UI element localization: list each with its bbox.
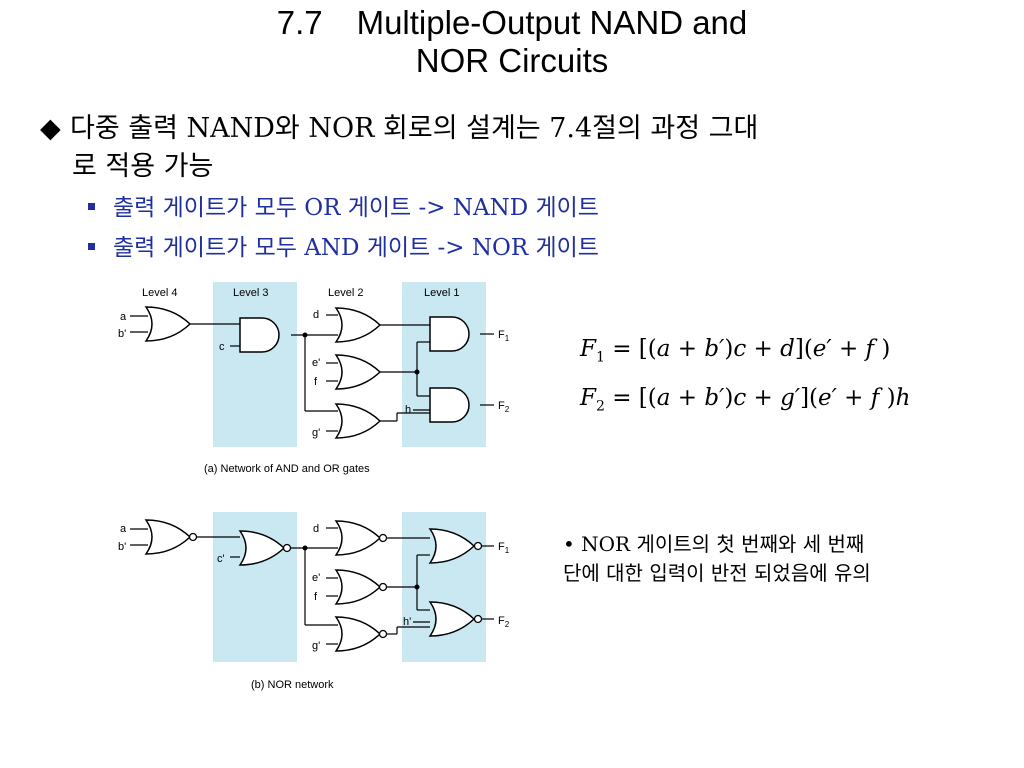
main-point-line-1: 다중 출력 NAND와 NOR 회로의 설계는 7.4절의 과정 그대 <box>70 113 759 144</box>
output-f1: F1 <box>498 329 510 343</box>
nor-gate-l2-bot <box>335 616 381 652</box>
input-c: c <box>219 341 225 353</box>
or-gate-l2-bot <box>335 403 381 439</box>
or-gate-l2-mid <box>335 354 381 390</box>
input-h-prime-b: h' <box>403 616 411 628</box>
sub-bullet-2: 출력 게이트가 모두 AND 게이트 -> NOR 게이트 <box>88 233 599 263</box>
input-g-prime-b: g' <box>312 640 320 652</box>
main-point: ◆ 다중 출력 NAND와 NOR 회로의 설계는 7.4절의 과정 그대 로 적… <box>40 110 990 186</box>
level4-label: Level 4 <box>142 287 177 299</box>
title-line-2: NOR Circuits <box>415 42 609 79</box>
diagram-a: Level 4 Level 3 Level 2 Level 1 <box>118 282 510 475</box>
input-b-prime-b: b' <box>118 541 126 553</box>
input-g-prime: g' <box>312 427 320 439</box>
diagram-b: a b' c' d e' f g' h' F1 F2 (b) NOR netwo… <box>118 512 510 691</box>
output-f2: F2 <box>498 400 510 414</box>
square-bullet-icon <box>88 242 95 250</box>
and-gate-l1-f1 <box>429 316 470 352</box>
level3-band <box>213 282 297 447</box>
input-d: d <box>313 309 319 321</box>
equation-f1: F1 = [(a + b′)c + d](e′ + f ) <box>580 336 891 366</box>
level1-label: Level 1 <box>424 287 459 299</box>
sub-bullet-2-text: 출력 게이트가 모두 AND 게이트 -> NOR 게이트 <box>113 235 599 261</box>
or-gate-l4 <box>145 306 191 342</box>
or-gate-l2-top <box>335 307 381 343</box>
input-f: f <box>314 376 318 388</box>
input-d-b: d <box>313 523 319 535</box>
input-a: a <box>120 311 127 323</box>
note: • NOR 게이트의 첫 번째와 세 번째 단에 대한 입력이 반전 되었음에 … <box>563 530 871 588</box>
title-line-1: Multiple-Output NAND and <box>356 4 748 41</box>
output-f2-b: F2 <box>498 615 510 629</box>
equation-f2: F2 = [(a + b′)c + g′](e′ + f )h <box>580 385 911 415</box>
caption-b: (b) NOR network <box>251 679 334 691</box>
main-point-line-2: 로 적용 가능 <box>72 151 214 182</box>
input-b-prime: b' <box>118 328 126 340</box>
input-f-b: f <box>314 591 318 603</box>
section-number: 7.7 <box>276 4 323 41</box>
input-e-prime: e' <box>312 357 320 369</box>
square-bullet-icon <box>88 202 95 210</box>
note-line-2: 단에 대한 입력이 반전 되었음에 유의 <box>563 561 871 585</box>
output-f1-b: F1 <box>498 541 510 555</box>
nor-gate-l4 <box>145 519 191 555</box>
level3-label: Level 3 <box>233 287 268 299</box>
caption-a: (a) Network of AND and OR gates <box>204 463 370 475</box>
diamond-bullet-icon: ◆ <box>40 113 61 144</box>
input-e-prime-b: e' <box>312 572 320 584</box>
sub-bullet-1-text: 출력 게이트가 모두 OR 게이트 -> NAND 게이트 <box>113 195 599 221</box>
nor-gate-l2-mid <box>335 569 381 605</box>
input-a-b: a <box>120 523 127 535</box>
input-h: h <box>405 404 411 416</box>
and-gate-l3 <box>239 317 280 353</box>
and-gate-l1-f2 <box>429 387 470 423</box>
level2-label: Level 2 <box>328 287 363 299</box>
sub-bullet-1: 출력 게이트가 모두 OR 게이트 -> NAND 게이트 <box>88 193 599 223</box>
nor-gate-l2-top <box>335 520 381 556</box>
note-line-1: • NOR 게이트의 첫 번째와 세 번째 <box>563 532 865 556</box>
slide-title: 7.7 Multiple-Output NAND and NOR Circuits <box>0 4 1024 80</box>
input-c-prime-b: c' <box>217 553 225 565</box>
